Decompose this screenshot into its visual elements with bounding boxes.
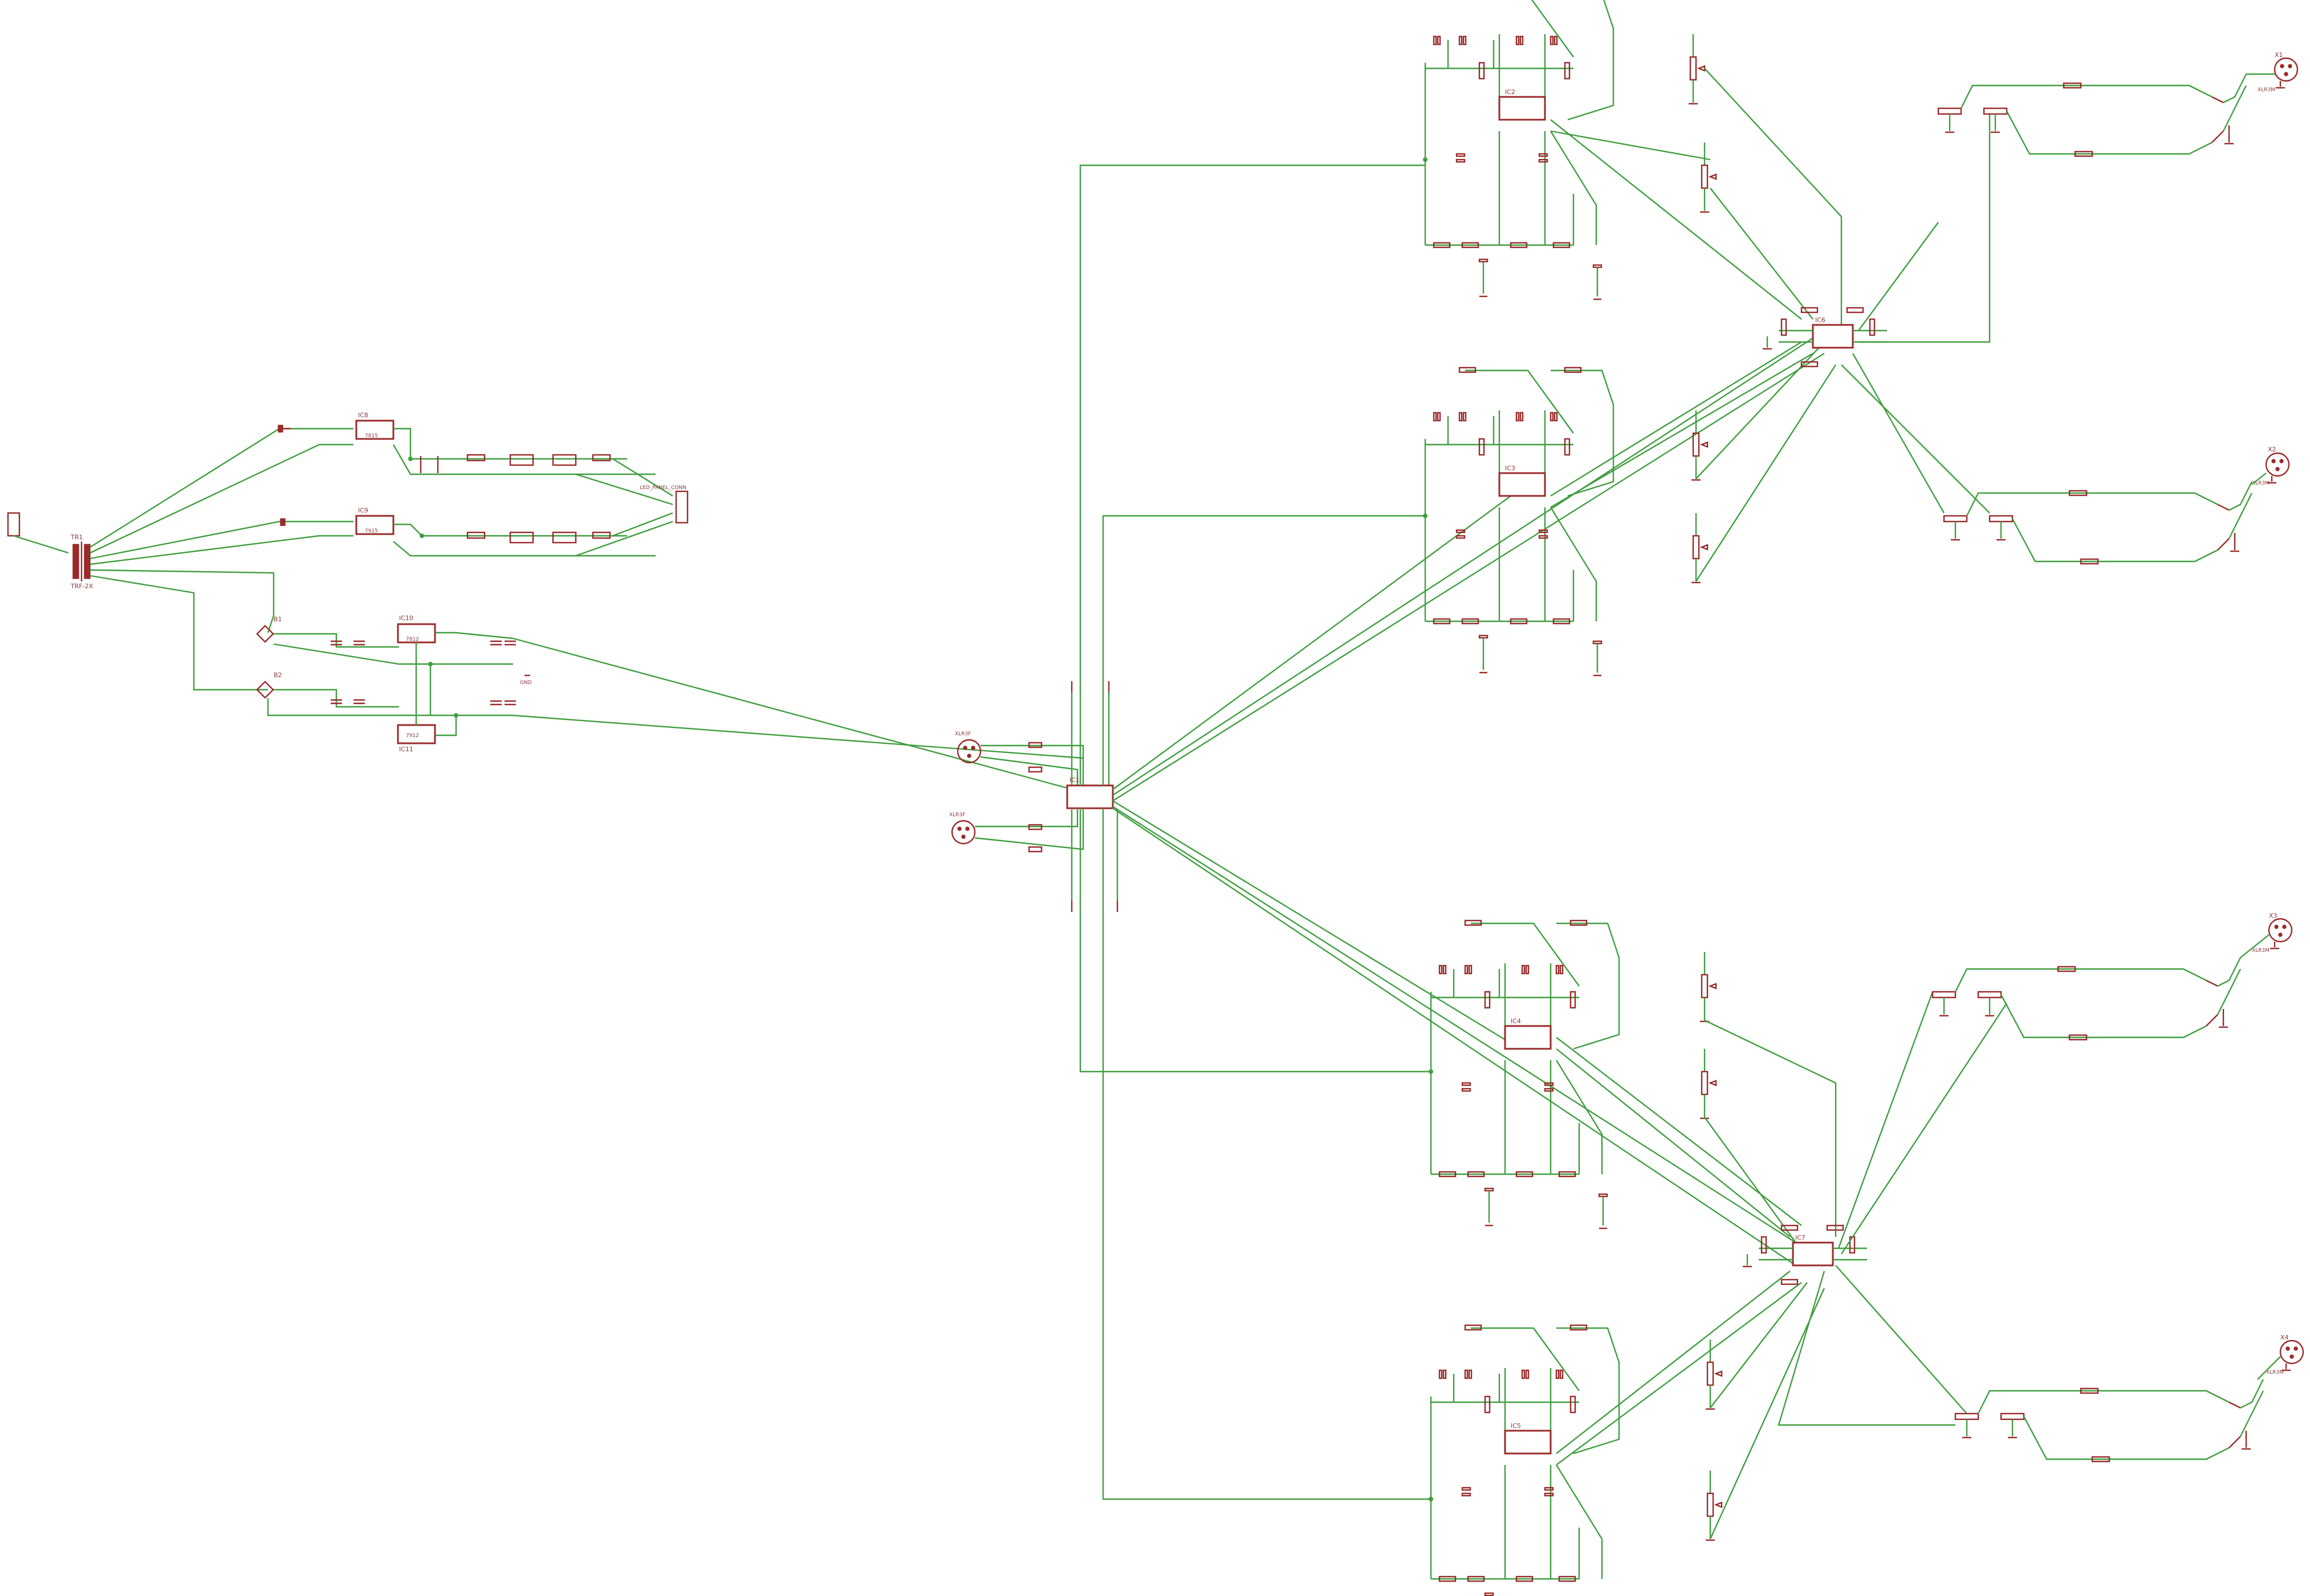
output-jack-2-label: X2 — [2268, 446, 2276, 453]
led-connector — [675, 490, 689, 524]
power-supply: TR1 TRF-2X IC8 7815 IC9 7915 — [7, 412, 1084, 793]
driver-ic7-label: IC7 — [1795, 1234, 1805, 1241]
output-jack-4-value: XLR3M — [2266, 1370, 2284, 1375]
svg-text:B1: B1 — [274, 616, 282, 623]
svg-text:XLR3F: XLR3F — [955, 731, 971, 737]
reg-pos-value: 7815 — [365, 433, 378, 439]
svg-text:IC10: IC10 — [399, 614, 413, 622]
output-jack-1-value: XLR3M — [2258, 87, 2275, 93]
mains-connector — [7, 512, 21, 537]
output-jack-2-value: XLR3M — [2252, 481, 2270, 486]
output-jack-4-label: X4 — [2280, 1334, 2289, 1341]
bridge-rectifier-2: B2 — [256, 671, 282, 699]
channel-2-opamp-label: IC3 — [1505, 465, 1515, 472]
line-driver-ic7: IC7 — [1742, 991, 2008, 1426]
regulator-ic9 — [355, 515, 395, 535]
led-connector-label: LED_PANEL_CONN — [640, 485, 686, 491]
transformer-label: TR1 — [70, 534, 83, 541]
input-jack-1: XLR3F — [955, 731, 982, 764]
output-jack-3-value: XLR3M — [2252, 948, 2270, 954]
svg-text:7812: 7812 — [406, 637, 419, 642]
regulator-ic8 — [355, 420, 395, 440]
output-jack-1-label: X1 — [2275, 51, 2283, 59]
channel-4: IC5 — [1430, 1271, 1825, 1596]
channel-3-opamp-label: IC4 — [1511, 1017, 1521, 1025]
splitter-ic1 — [1066, 784, 1114, 809]
bridge-rectifier-1: B1 — [256, 616, 282, 643]
svg-text:IC1: IC1 — [1069, 776, 1080, 784]
svg-text:IC11: IC11 — [399, 746, 413, 753]
reg-pos-label: IC8 — [358, 412, 368, 419]
channel-4-opamp-label: IC5 — [1511, 1422, 1521, 1430]
channel-1-opamp-label: IC2 — [1505, 88, 1515, 96]
input-section: XLR3F XLR3F IC1 — [949, 164, 1825, 1500]
reg-neg-value: 7915 — [365, 528, 378, 534]
svg-text:GND: GND — [520, 680, 532, 686]
channel-2: IC3 — [1424, 341, 1837, 677]
diode — [278, 425, 283, 433]
output-stage-1: XLR3M X1 — [1937, 51, 2299, 157]
transformer-value: TRF-2X — [70, 583, 93, 590]
line-driver-ic6: IC6 — [1762, 114, 1991, 514]
regulator-ic11 — [397, 724, 436, 744]
svg-text:XLR3F: XLR3F — [949, 812, 965, 818]
channel-3: IC4 — [1430, 919, 1837, 1243]
output-jack-3-label: X3 — [2269, 912, 2278, 919]
output-stage-4: XLR3M X4 — [1954, 1334, 2304, 1463]
input-jack-2: XLR3F — [949, 812, 976, 845]
svg-text:7912: 7912 — [406, 733, 419, 739]
channel-1: IC2 — [1424, 0, 1843, 331]
output-stage-3: XLR3M X3 — [1931, 912, 2293, 1041]
driver-ic6-label: IC6 — [1815, 316, 1825, 324]
svg-text:B2: B2 — [274, 671, 282, 679]
output-stage-2: XLR3M X2 — [1943, 446, 2290, 565]
transformer: TR1 TRF-2X — [70, 534, 93, 590]
junctions — [408, 157, 1433, 1501]
diode — [280, 518, 286, 526]
reg-neg-label: IC9 — [358, 507, 368, 514]
